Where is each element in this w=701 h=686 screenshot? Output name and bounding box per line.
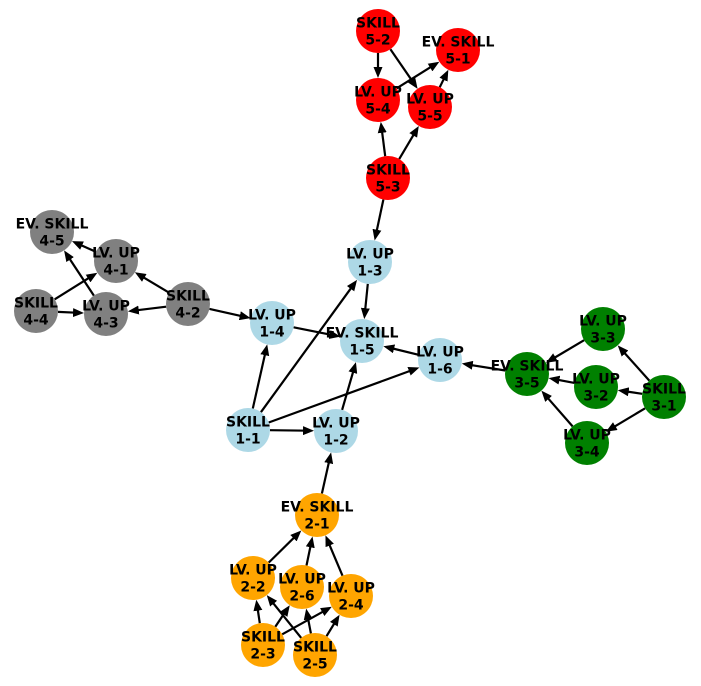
edge-1-1-to-1-4 (251, 344, 270, 409)
edge-2-3-to-2-4 (281, 606, 332, 636)
node-circle-2-6 (280, 565, 324, 609)
edge-3-1-to-3-2 (617, 387, 643, 397)
edges-layer (54, 48, 651, 639)
node-circle-2-4 (329, 574, 373, 618)
node-circle-2-1 (295, 493, 339, 537)
node-circle-1-5 (340, 319, 384, 363)
edge-2-6-to-2-1 (305, 536, 315, 566)
node-circle-5-4 (356, 78, 400, 122)
edge-1-1-to-1-2 (269, 426, 314, 436)
edge-4-3-to-4-5 (64, 250, 95, 297)
node-circle-2-3 (241, 623, 285, 667)
node-circle-4-3 (84, 292, 128, 336)
edge-1-6-to-1-5 (383, 344, 419, 356)
edge-5-4-to-5-1 (396, 61, 440, 90)
edge-2-4-to-2-1 (325, 535, 344, 577)
edge-5-3-to-5-4 (377, 121, 387, 157)
node-circle-3-5 (505, 352, 549, 396)
node-circle-3-1 (642, 375, 686, 419)
edge-5-3-to-1-3 (372, 199, 385, 241)
node-circle-4-5 (30, 210, 74, 254)
node-circle-3-2 (574, 365, 618, 409)
edge-2-2-to-2-1 (267, 530, 302, 564)
edge-1-1-to-1-6 (268, 367, 420, 424)
edge-4-4-to-4-3 (57, 308, 84, 318)
edge-5-5-to-5-1 (438, 69, 449, 88)
node-circle-5-2 (356, 9, 400, 53)
node-circle-4-4 (14, 289, 58, 333)
node-circle-4-2 (166, 282, 210, 326)
edge-3-1-to-3-4 (605, 407, 646, 432)
edge-2-5-to-2-6 (303, 608, 313, 634)
node-circle-1-3 (348, 240, 392, 284)
node-circle-2-5 (293, 633, 337, 677)
edge-2-5-to-2-4 (325, 614, 340, 637)
edge-1-2-to-1-5 (341, 362, 358, 411)
node-circle-1-1 (226, 408, 270, 452)
edge-1-1-to-1-3 (260, 279, 358, 413)
edge-3-4-to-3-5 (541, 390, 574, 428)
edge-5-3-to-5-5 (398, 125, 419, 160)
edge-4-4-to-4-1 (54, 272, 98, 301)
edge-3-2-to-3-5 (548, 375, 575, 385)
edge-3-1-to-3-3 (617, 345, 651, 382)
node-circle-5-1 (436, 28, 480, 72)
edge-4-2-to-4-1 (134, 272, 170, 294)
node-circle-1-6 (418, 338, 462, 382)
edge-1-4-to-1-5 (293, 326, 341, 339)
edge-2-5-to-2-2 (266, 595, 303, 639)
edge-4-1-to-4-5 (71, 241, 97, 253)
node-circle-2-2 (231, 556, 275, 600)
node-circle-3-4 (565, 421, 609, 465)
edge-3-3-to-3-5 (545, 339, 585, 363)
edge-4-2-to-1-4 (209, 307, 251, 321)
node-circle-5-5 (408, 85, 452, 129)
edge-2-3-to-2-2 (253, 599, 263, 624)
node-circle-1-2 (314, 409, 358, 453)
node-circle-3-3 (581, 307, 625, 351)
node-circle-4-1 (94, 239, 138, 283)
node-circle-5-3 (366, 156, 410, 200)
edge-2-3-to-2-6 (274, 605, 290, 628)
edge-4-2-to-4-3 (127, 305, 167, 315)
edge-3-5-to-1-6 (461, 360, 506, 372)
node-circle-1-4 (250, 301, 294, 345)
edge-1-3-to-1-5 (360, 283, 370, 320)
edge-2-1-to-1-2 (320, 452, 334, 494)
